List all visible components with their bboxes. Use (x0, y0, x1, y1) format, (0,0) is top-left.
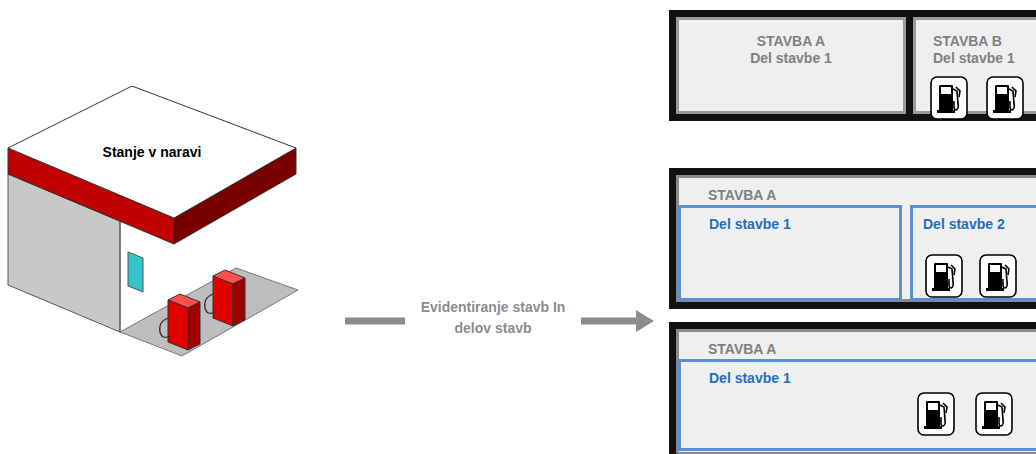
station-window (128, 252, 143, 292)
building-part-box: Del stavbe 2 (910, 205, 1036, 301)
node-title: Del stavbe 2 (923, 216, 1036, 233)
node-title: STAVBA A (682, 33, 900, 50)
node-title: STAVBA B (933, 33, 1036, 50)
fuel-pump (205, 270, 245, 326)
building-box: STAVBA BDel stavbe 1 (906, 10, 1036, 121)
fuel-pump-icon (930, 76, 968, 120)
process-label: Evidentiranje stavb In delov stavb (405, 297, 581, 339)
node-title: Stanje v naravi (103, 144, 202, 161)
node-title: Del stavbe 1 (709, 216, 899, 233)
fuel-pump-icon (986, 76, 1024, 120)
node-title: STAVBA A (708, 341, 1036, 358)
fuel-pump-icon (975, 392, 1013, 436)
fuel-pump-icon (917, 392, 955, 436)
building-part-box: Del stavbe 1 (678, 359, 1036, 451)
building-box: STAVBA A Del stavbe 1 (669, 322, 1036, 454)
roof-node: Stanje v naravi (8, 86, 296, 218)
building-box: STAVBA A Del stavbe 1 Del stavbe 2 (669, 168, 1036, 309)
building-part-box: Del stavbe 1 (678, 205, 902, 301)
fuel-pump-icon (979, 254, 1017, 298)
node-title: Del stavbe 1 (709, 370, 1036, 387)
node-subtitle: Del stavbe 1 (682, 50, 900, 67)
fuel-pump (160, 294, 200, 350)
node-title: STAVBA A (708, 187, 1036, 204)
fuel-pump-icon (925, 254, 963, 298)
building-box: STAVBA ADel stavbe 1 (669, 10, 913, 121)
arrow-head (636, 310, 654, 332)
station-floor (120, 268, 298, 356)
node-subtitle: Del stavbe 1 (933, 50, 1036, 67)
